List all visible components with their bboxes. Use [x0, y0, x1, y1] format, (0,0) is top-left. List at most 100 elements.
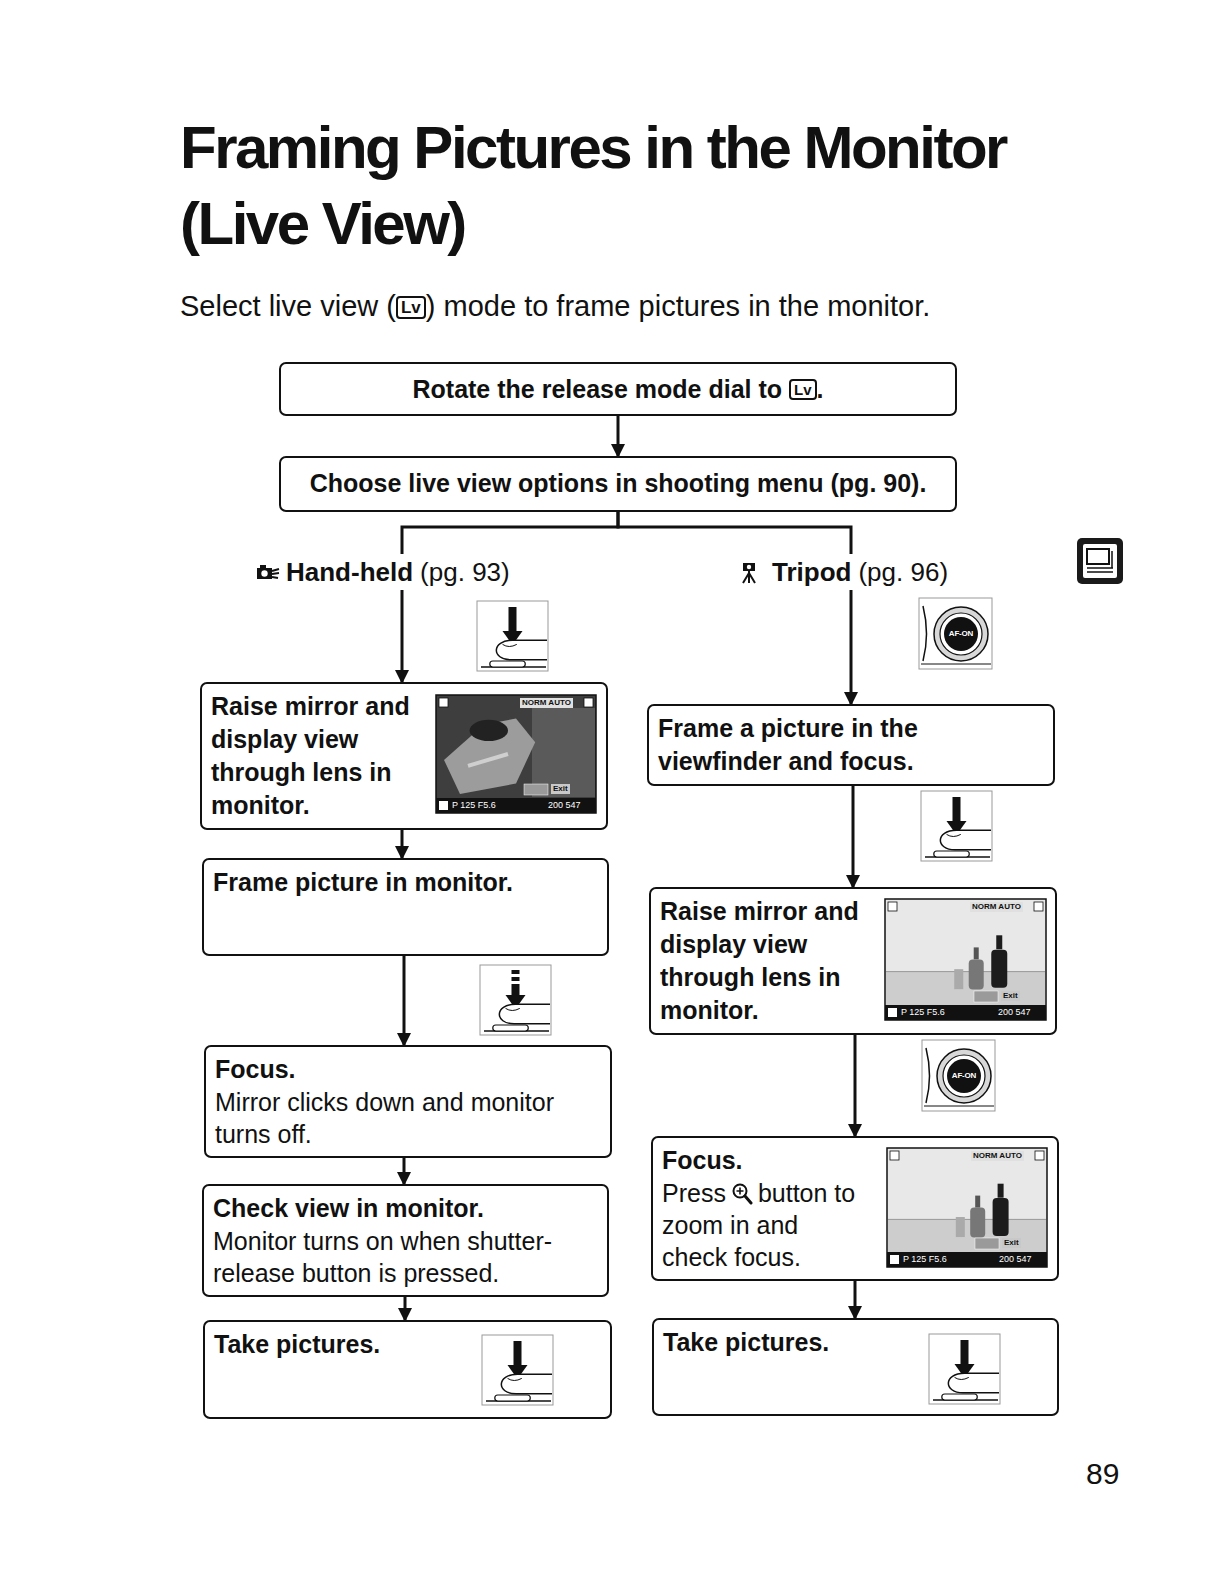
box-heading: (pg. 93) [420, 557, 510, 587]
box-heading: Raise mirror and display view through le… [211, 692, 410, 819]
fingernail [506, 1008, 520, 1010]
live-view-screen [887, 1148, 1047, 1267]
screen-camera [470, 720, 508, 741]
tab-ground [1077, 538, 1123, 584]
button [493, 1025, 529, 1031]
intro-text: ) mode to frame pictures in the monitor. [426, 290, 931, 322]
screen-frame [887, 1148, 1047, 1267]
flow-arrow [617, 416, 620, 456]
flow-arrow [403, 956, 406, 1045]
screen-icon [1034, 902, 1043, 911]
screen-readout: 200 547 [548, 799, 581, 812]
screen-icon [890, 1151, 899, 1160]
branch-heading: Hand-held(pg. 93) [256, 554, 546, 590]
shutter-button-icon [921, 791, 992, 861]
af-on-button-icon [922, 1040, 995, 1111]
screen-readout: 200 547 [999, 1253, 1032, 1266]
arrow-shaft [953, 797, 961, 822]
text-line: Take pictures. [663, 1326, 1045, 1359]
camera [257, 568, 272, 579]
mode-icon-label: Lv [396, 296, 426, 319]
shutter-button-icon [482, 1335, 553, 1405]
fingernail [955, 1377, 969, 1379]
text-line: Pressbutton to zoom in and check focus. [662, 1177, 867, 1273]
text-line: Focus. [215, 1053, 598, 1086]
screen-menu-icons [974, 991, 998, 1002]
bottle-body [970, 1208, 985, 1238]
finger [940, 830, 991, 850]
text-line: Choose live view options in shooting men… [293, 467, 943, 499]
finger [499, 1004, 550, 1024]
bottle-neck [974, 947, 979, 959]
bottle-neck [996, 935, 1002, 949]
text-column: Raise mirror and display view through le… [660, 895, 882, 1027]
icon-frame [477, 601, 548, 671]
text-line: Focus. [662, 1144, 867, 1177]
text-line: Tripod(pg. 96) [740, 554, 980, 590]
shutter-button-icon [477, 601, 548, 671]
screen-readout: NORM AUTO [971, 1151, 1024, 1161]
lens [261, 570, 267, 576]
screen-sea [888, 1219, 1046, 1252]
box-body: Mirror clicks down and monitor turns off… [215, 1088, 554, 1148]
arrow-shaft [512, 984, 520, 996]
screen-readout: NORM AUTO [520, 698, 573, 708]
bottle-neck [998, 1184, 1004, 1198]
process-box: Choose live view options in shooting men… [279, 456, 957, 512]
process-box: Check view in monitor.Monitor turns on w… [202, 1184, 609, 1297]
button-ring [937, 1049, 991, 1103]
fingernail [508, 1378, 522, 1380]
tab-inner [1083, 544, 1117, 578]
screen-readout: NORM AUTO [970, 902, 1023, 912]
text-line: Rotate the release mode dial toLv. [293, 373, 943, 405]
tripod-icon [740, 562, 758, 584]
screen-sea [886, 972, 1045, 1005]
arrow-shaft [961, 1340, 969, 1365]
flow-arrow [401, 590, 404, 682]
camera-edge [926, 1048, 930, 1103]
box-heading: Rotate the release mode dial to [412, 375, 782, 403]
screen-menu-icons [975, 1238, 999, 1249]
flow-arrow [852, 786, 855, 887]
flow-arrow [850, 590, 853, 704]
button [490, 661, 526, 667]
process-box: Rotate the release mode dial toLv. [279, 362, 957, 416]
plus [736, 1188, 743, 1195]
icon-frame [922, 1040, 995, 1111]
glass [954, 969, 963, 989]
live-view-screen [885, 899, 1046, 1020]
camera-top [260, 565, 266, 569]
box-heading: Take pictures. [663, 1328, 829, 1356]
bottle-body [991, 950, 1007, 988]
screen-icon [439, 801, 448, 810]
button-label: AF-ON [942, 1070, 986, 1082]
screen-readout: 200 547 [998, 1006, 1031, 1019]
box-heading: Focus. [215, 1055, 296, 1083]
button [934, 851, 970, 857]
hand [272, 569, 279, 578]
finger [948, 1373, 999, 1393]
bottle-body [993, 1198, 1009, 1236]
screen-icon [439, 698, 448, 707]
screen-readout: Exit [1002, 1238, 1021, 1248]
flow-arrow [404, 1297, 407, 1320]
page-number: 89 [1086, 1457, 1119, 1491]
box-heading: Choose live view options in shooting men… [310, 469, 927, 497]
zoom-icon [731, 1182, 753, 1206]
fingernail [947, 834, 961, 836]
icon-frame [921, 791, 992, 861]
camera [743, 563, 755, 571]
icon-frame [919, 598, 992, 669]
process-box: Frame a picture in the viewfinder and fo… [647, 704, 1055, 786]
live-view-screen [436, 695, 596, 813]
screen-icon [1035, 1151, 1044, 1160]
text-line: Check view in monitor. [213, 1192, 595, 1225]
flow-arrow [403, 1158, 406, 1184]
screen-frame [885, 899, 1046, 1020]
icon-frame [929, 1334, 1000, 1404]
button-ring [943, 1055, 985, 1097]
process-box: Frame picture in monitor. [202, 858, 609, 956]
screen-menu-icons [524, 784, 548, 795]
screen-readout: P 125 F5.6 [452, 799, 496, 812]
box-heading: Check view in monitor. [213, 1194, 484, 1222]
